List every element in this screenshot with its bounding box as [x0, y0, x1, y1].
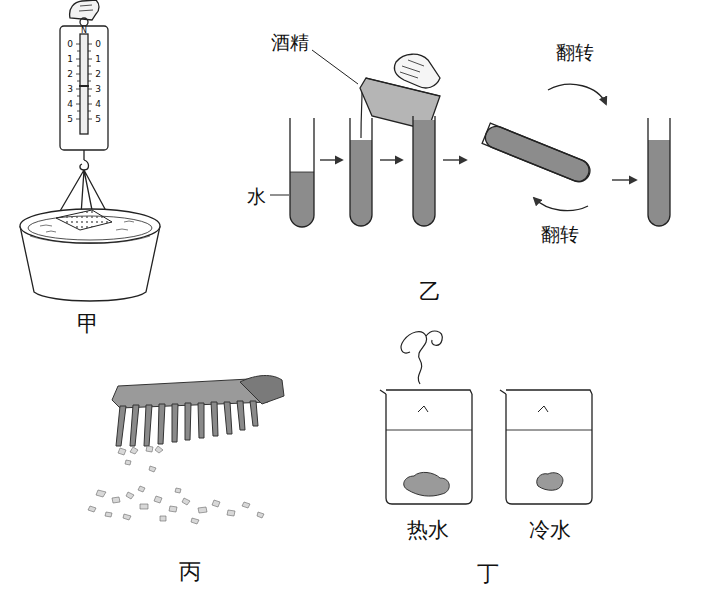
- panel-label: 丁: [477, 563, 499, 585]
- beakers: [380, 331, 592, 504]
- scale-number: 3: [95, 85, 101, 94]
- test-tubes: [270, 50, 670, 227]
- liquid-label: 热水: [407, 520, 449, 541]
- scale-number: 5: [95, 115, 101, 124]
- scale-number: 1: [67, 55, 73, 64]
- liquid-label: 冷水: [529, 520, 571, 541]
- panel-label: 乙: [419, 281, 441, 303]
- scale-number: 5: [67, 115, 73, 124]
- scale-number: 4: [67, 100, 73, 109]
- liquid-label: 水: [247, 187, 266, 206]
- scale-number: 0: [95, 40, 101, 49]
- action-label: 翻转: [556, 43, 594, 62]
- action-label: 翻转: [541, 225, 579, 244]
- comb-and-paper: [88, 376, 284, 524]
- scale-number: 4: [95, 100, 101, 109]
- scale-number: 3: [67, 85, 73, 94]
- unit-label: N: [81, 27, 87, 35]
- liquid-label: 酒精: [271, 33, 309, 52]
- panel-label: 甲: [77, 313, 99, 335]
- scale-number: 0: [67, 40, 73, 49]
- panel-label: 丙: [179, 561, 201, 583]
- scale-number: 1: [95, 55, 101, 64]
- scale-number: 2: [67, 70, 73, 79]
- scale-number: 2: [95, 70, 101, 79]
- spring-scale-setup: [20, 0, 160, 301]
